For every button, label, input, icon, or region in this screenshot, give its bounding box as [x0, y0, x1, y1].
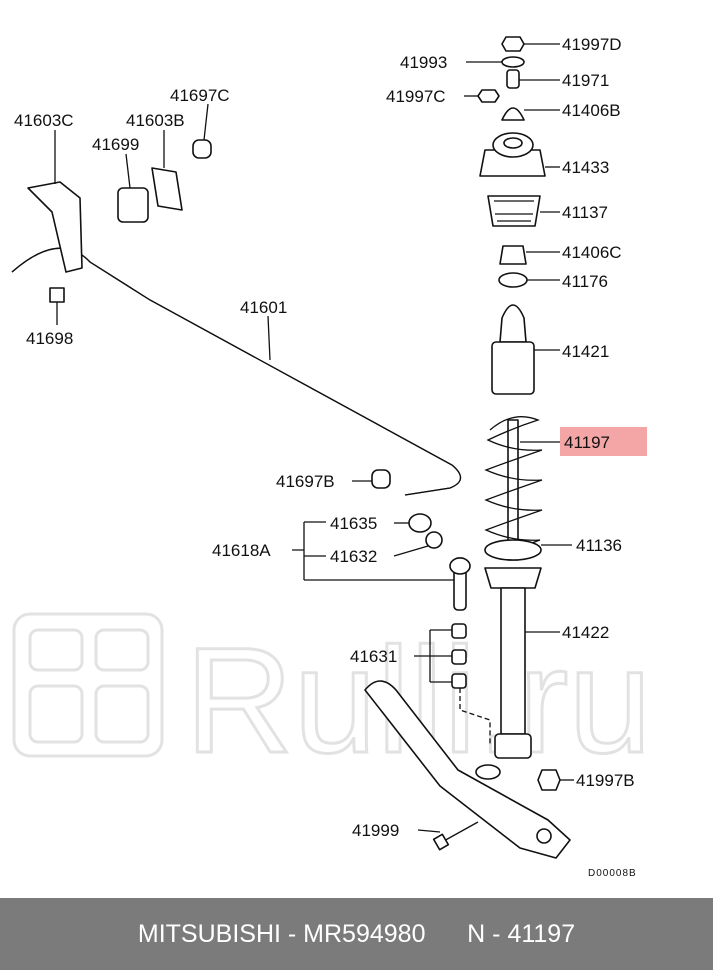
footer-bar: MITSUBISHI - MR594980 N - 41197	[0, 898, 713, 970]
label-41632: 41632	[330, 547, 377, 566]
label-41618A: 41618A	[212, 541, 271, 560]
label-41421: 41421	[562, 342, 609, 361]
label-41197: 41197	[564, 433, 610, 452]
coil-spring-41197	[484, 416, 543, 561]
label-41137: 41137	[562, 203, 608, 222]
label-41603C: 41603C	[14, 111, 74, 130]
label-41698: 41698	[26, 329, 73, 348]
label-41136: 41136	[576, 536, 622, 555]
watermark: Rulli.ru	[12, 612, 653, 786]
footer-part-number: MR594980	[303, 919, 426, 948]
drawing-code: D00008B	[588, 868, 637, 879]
footer-ref-number: N - 41197	[467, 919, 576, 948]
label-41697B: 41697B	[276, 472, 335, 491]
lower-arm	[364, 680, 571, 859]
stabilizer-bar	[11, 139, 491, 745]
label-41997B: 41997B	[576, 771, 635, 790]
label-41971: 41971	[562, 71, 609, 90]
label-41699: 41699	[92, 135, 139, 154]
label-41999: 41999	[352, 821, 399, 840]
label-41601: 41601	[240, 298, 287, 317]
label-41997C: 41997C	[386, 87, 446, 106]
label-41635: 41635	[330, 514, 377, 533]
highlight-box	[560, 427, 647, 456]
label-41433: 41433	[562, 158, 609, 177]
label-41422: 41422	[562, 623, 609, 642]
footer-gap	[425, 920, 467, 949]
leader-lines	[54, 43, 574, 833]
footer-separator: -	[280, 919, 304, 948]
label-41997D: 41997D	[562, 35, 622, 54]
label-41406B: 41406B	[562, 101, 621, 120]
footer-brand: MITSUBISHI	[137, 919, 281, 948]
parts-diagram: Rulli.ru	[11, 35, 653, 879]
label-41993: 41993	[400, 53, 447, 72]
strut-assembly	[477, 36, 546, 759]
label-41406C: 41406C	[562, 243, 622, 262]
label-41697C: 41697C	[170, 86, 230, 105]
part-labels: 41997D 41993 41971 41997C 41406B 41433 4…	[14, 35, 637, 879]
label-41603B: 41603B	[126, 111, 185, 130]
label-41176: 41176	[562, 272, 608, 291]
label-41631: 41631	[350, 647, 397, 666]
